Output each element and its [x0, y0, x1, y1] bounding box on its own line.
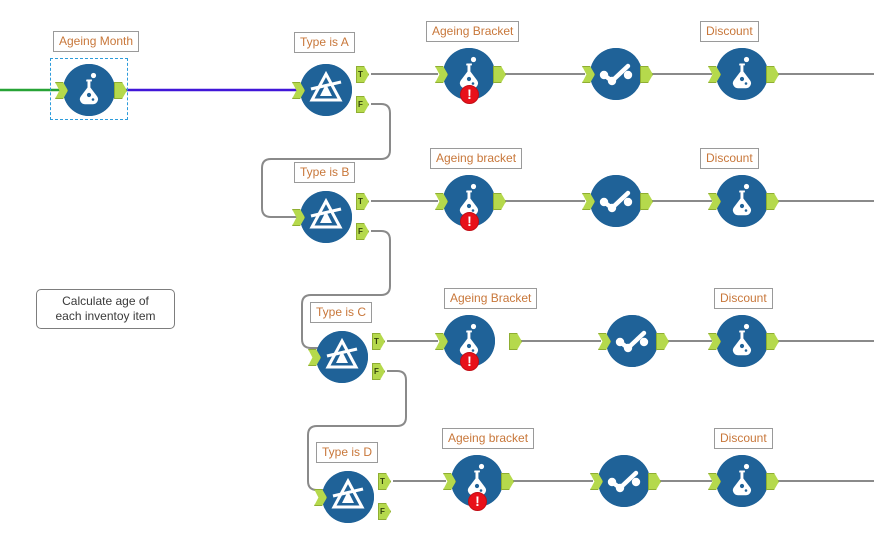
node-filter-d[interactable]	[322, 471, 374, 523]
error-badge-icon[interactable]: !	[468, 492, 487, 511]
output-port-false-filter-b[interactable]: F	[356, 223, 369, 240]
node-bracket-3[interactable]: !	[443, 315, 495, 371]
flask-icon	[716, 455, 768, 507]
node-discount-2[interactable]	[716, 175, 768, 227]
output-port-trend-3[interactable]	[656, 333, 669, 350]
output-port-true-filter-d[interactable]: T	[378, 473, 391, 490]
error-badge-icon[interactable]: !	[460, 352, 479, 371]
trend-line-icon	[590, 48, 642, 100]
node-filter-c[interactable]	[316, 331, 368, 383]
node-discount-4[interactable]	[716, 455, 768, 507]
node-label-filter-c[interactable]: Type is C	[310, 302, 373, 323]
node-label-filter-b[interactable]: Type is B	[294, 162, 356, 183]
output-port-true-filter-c[interactable]: T	[372, 333, 385, 350]
comment-line-2: each inventoy item	[55, 309, 156, 323]
filter-funnel-icon	[322, 471, 374, 523]
node-label-discount-1[interactable]: Discount	[700, 21, 759, 42]
output-port-discount-3[interactable]	[766, 333, 779, 350]
comment-line-1: Calculate age of	[62, 294, 149, 308]
flask-icon	[716, 315, 768, 367]
output-port-false-filter-d[interactable]: F	[378, 503, 391, 520]
filter-funnel-icon	[300, 64, 352, 116]
node-trend-1[interactable]	[590, 48, 642, 100]
output-port-discount-2[interactable]	[766, 193, 779, 210]
node-label-bracket-3[interactable]: Ageing Bracket	[444, 288, 538, 309]
node-label-filter-d[interactable]: Type is D	[316, 442, 379, 463]
node-bracket-4[interactable]: !	[451, 455, 503, 511]
node-label-bracket-2[interactable]: Ageing bracket	[430, 148, 523, 169]
output-port-bracket-4[interactable]	[501, 473, 514, 490]
output-port-trend-1[interactable]	[640, 66, 653, 83]
selection-outline-ageing-month	[50, 58, 128, 120]
output-port-true-filter-a[interactable]: T	[356, 66, 369, 83]
node-label-discount-4[interactable]: Discount	[714, 428, 773, 449]
output-port-ageing-month[interactable]	[114, 82, 127, 99]
flask-icon	[63, 64, 115, 116]
flask-icon	[716, 48, 768, 100]
node-label-filter-a[interactable]: Type is A	[294, 32, 355, 53]
node-ageing-month[interactable]	[63, 64, 115, 116]
node-trend-4[interactable]	[598, 455, 650, 507]
output-port-discount-1[interactable]	[766, 66, 779, 83]
flask-icon	[443, 175, 495, 227]
output-port-false-filter-a[interactable]: F	[356, 96, 369, 113]
node-trend-3[interactable]	[606, 315, 658, 367]
node-label-discount-2[interactable]: Discount	[700, 148, 759, 169]
node-label-bracket-1[interactable]: Ageing Bracket	[426, 21, 520, 42]
output-port-trend-2[interactable]	[640, 193, 653, 210]
node-bracket-2[interactable]: !	[443, 175, 495, 231]
node-label-discount-3[interactable]: Discount	[714, 288, 773, 309]
node-trend-2[interactable]	[590, 175, 642, 227]
node-discount-1[interactable]	[716, 48, 768, 100]
node-bracket-1[interactable]: !	[443, 48, 495, 104]
node-discount-3[interactable]	[716, 315, 768, 367]
output-port-trend-4[interactable]	[648, 473, 661, 490]
flask-icon	[443, 315, 495, 367]
node-label-bracket-4[interactable]: Ageing bracket	[442, 428, 535, 449]
error-badge-icon[interactable]: !	[460, 85, 479, 104]
output-port-true-filter-b[interactable]: T	[356, 193, 369, 210]
error-badge-icon[interactable]: !	[460, 212, 479, 231]
node-label-ageing-month[interactable]: Ageing Month	[53, 31, 140, 52]
node-filter-b[interactable]	[300, 191, 352, 243]
output-port-bracket-2[interactable]	[493, 193, 506, 210]
output-port-discount-4[interactable]	[766, 473, 779, 490]
trend-line-icon	[590, 175, 642, 227]
output-port-false-filter-c[interactable]: F	[372, 363, 385, 380]
output-port-bracket-1[interactable]	[493, 66, 506, 83]
flask-icon	[716, 175, 768, 227]
output-port-bracket-3[interactable]	[509, 333, 522, 350]
comment-box[interactable]: Calculate age of each inventoy item	[36, 289, 175, 329]
filter-funnel-icon	[300, 191, 352, 243]
trend-line-icon	[606, 315, 658, 367]
filter-funnel-icon	[316, 331, 368, 383]
node-filter-a[interactable]	[300, 64, 352, 116]
trend-line-icon	[598, 455, 650, 507]
